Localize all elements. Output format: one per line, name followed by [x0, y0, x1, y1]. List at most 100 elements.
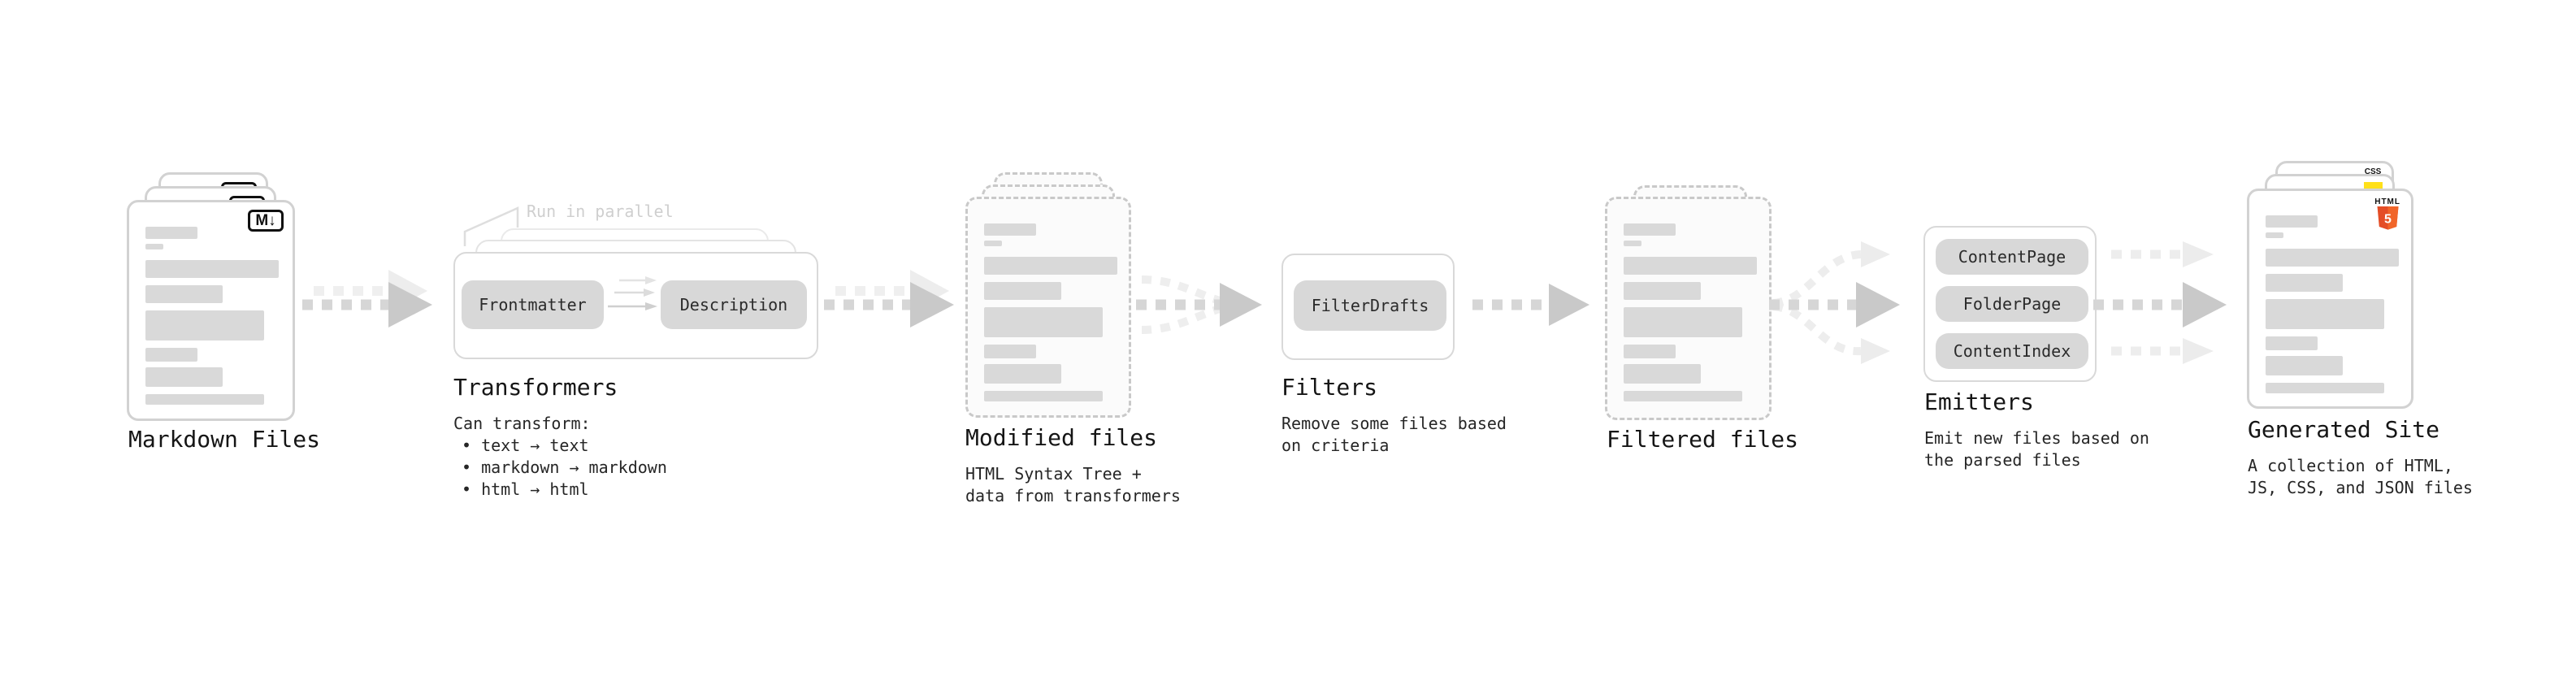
html5-shield-number: 5 [2384, 213, 2392, 227]
flow-arrow-icon [824, 270, 954, 327]
parallel-arrows-icon [608, 276, 657, 310]
doc-line [145, 310, 264, 340]
transformers-stack: Frontmatter Description [453, 228, 823, 362]
html5-icon-word: HTML [2374, 197, 2400, 206]
css-icon-label: CSS [2364, 167, 2382, 176]
modified-files-caption: Modified files HTML Syntax Tree + data f… [965, 424, 1181, 507]
doc-line [2266, 249, 2399, 267]
run-in-parallel-annotation: Run in parallel [527, 202, 674, 221]
filtered-files-stack [1605, 185, 1776, 421]
transformers-bullet: text → text [453, 435, 667, 457]
doc-content-placeholder [968, 199, 1129, 401]
doc-content-placeholder [1607, 199, 1769, 401]
triple-arrow-icon [2093, 241, 2227, 364]
generated-site-desc: A collection of HTML, [2248, 456, 2453, 475]
generated-site-desc: JS, CSS, and JSON files [2248, 478, 2473, 497]
filters-desc: on criteria [1281, 436, 1390, 455]
doc-line [984, 282, 1061, 300]
doc-line [145, 394, 264, 405]
doc-line [145, 367, 223, 387]
doc-line [984, 223, 1036, 236]
doc-content-placeholder [129, 202, 293, 405]
fanout-arrow-icon [1769, 241, 1900, 364]
pill-contentindex-label: ContentIndex [1953, 341, 2071, 361]
doc-line [1624, 257, 1757, 275]
merge-arrow-icon [1136, 275, 1262, 334]
doc-line [2266, 356, 2343, 375]
filters-desc: Remove some files based [1281, 414, 1507, 433]
filters-caption: Filters Remove some files based on crite… [1281, 374, 1507, 457]
transformers-desc-title: Can transform: [453, 414, 591, 433]
pill-description-label: Description [679, 295, 788, 314]
doc-line [145, 260, 279, 278]
flow-arrow-icon [302, 270, 432, 327]
filters-frame: FilterDrafts [1281, 254, 1455, 360]
doc-line [1624, 307, 1742, 337]
html5-icon: HTML 5 [2374, 197, 2400, 230]
modified-files-desc: HTML Syntax Tree + [965, 464, 1142, 484]
emitters-desc: Emit new files based on [1924, 428, 2149, 448]
transformers-caption: Transformers Can transform: text → text … [453, 374, 667, 501]
doc-line [984, 257, 1117, 275]
modified-files-stack [965, 172, 1136, 420]
doc-line [984, 345, 1036, 358]
filters-label: Filters [1281, 374, 1378, 401]
pill-filterdrafts: FilterDrafts [1294, 280, 1446, 331]
markdown-files-caption: Markdown Files [128, 426, 320, 453]
doc-line [984, 391, 1103, 401]
generated-site-stack: CSS HTML 5 [2247, 161, 2419, 413]
doc-line [2266, 383, 2384, 393]
pill-folderpage: FolderPage [1936, 286, 2088, 322]
pill-frontmatter-label: Frontmatter [479, 295, 587, 314]
transformers-bullet: html → html [453, 479, 667, 501]
doc-line [2266, 274, 2343, 292]
doc-line [984, 307, 1103, 337]
modified-file-card-front [965, 197, 1131, 418]
doc-content-placeholder [2249, 191, 2411, 393]
doc-line [2266, 232, 2283, 238]
markdown-icon: M↓ [248, 210, 284, 232]
flow-arrow-icon [1472, 284, 1589, 326]
doc-line [2266, 336, 2318, 350]
pill-contentpage: ContentPage [1936, 239, 2088, 275]
html5-shield: 5 [2377, 206, 2399, 230]
transformers-bullet: markdown → markdown [453, 457, 667, 479]
doc-line [145, 244, 163, 249]
doc-line [1624, 364, 1701, 384]
filtered-files-caption: Filtered files [1607, 426, 1798, 453]
doc-line [145, 285, 223, 303]
doc-line [1624, 241, 1641, 246]
site-file-card-html: HTML 5 [2247, 189, 2413, 409]
filtered-file-card-front [1605, 197, 1772, 420]
doc-line [145, 348, 197, 362]
doc-line [2266, 215, 2318, 228]
doc-line [984, 241, 1002, 246]
doc-line [984, 364, 1061, 384]
emitters-frame: ContentPage FolderPage ContentIndex [1923, 226, 2097, 382]
emitters-label: Emitters [1924, 388, 2034, 415]
doc-line [2266, 299, 2384, 329]
pill-folderpage-label: FolderPage [1962, 294, 2062, 314]
pill-description: Description [661, 280, 807, 329]
doc-line [1624, 223, 1676, 236]
pill-frontmatter: Frontmatter [462, 280, 604, 329]
emitters-caption: Emitters Emit new files based on the par… [1924, 388, 2149, 471]
emitters-desc: the parsed files [1924, 450, 2081, 470]
markdown-files-label: Markdown Files [128, 426, 321, 453]
modified-files-label: Modified files [965, 424, 1158, 451]
pill-filterdrafts-label: FilterDrafts [1311, 296, 1429, 315]
doc-line [1624, 391, 1742, 401]
generated-site-caption: Generated Site A collection of HTML, JS,… [2248, 416, 2473, 499]
pill-contentpage-label: ContentPage [1958, 247, 2066, 267]
markdown-icon-label: M↓ [255, 211, 276, 229]
doc-line [1624, 345, 1676, 358]
filtered-files-label: Filtered files [1607, 426, 1799, 453]
annotation-leader-line [463, 206, 519, 246]
generated-site-label: Generated Site [2248, 416, 2440, 443]
doc-line [145, 227, 197, 239]
transformers-label: Transformers [453, 374, 618, 401]
pill-contentindex: ContentIndex [1936, 333, 2088, 369]
modified-files-desc: data from transformers [965, 486, 1181, 505]
markdown-file-card-front: M↓ [127, 200, 295, 421]
